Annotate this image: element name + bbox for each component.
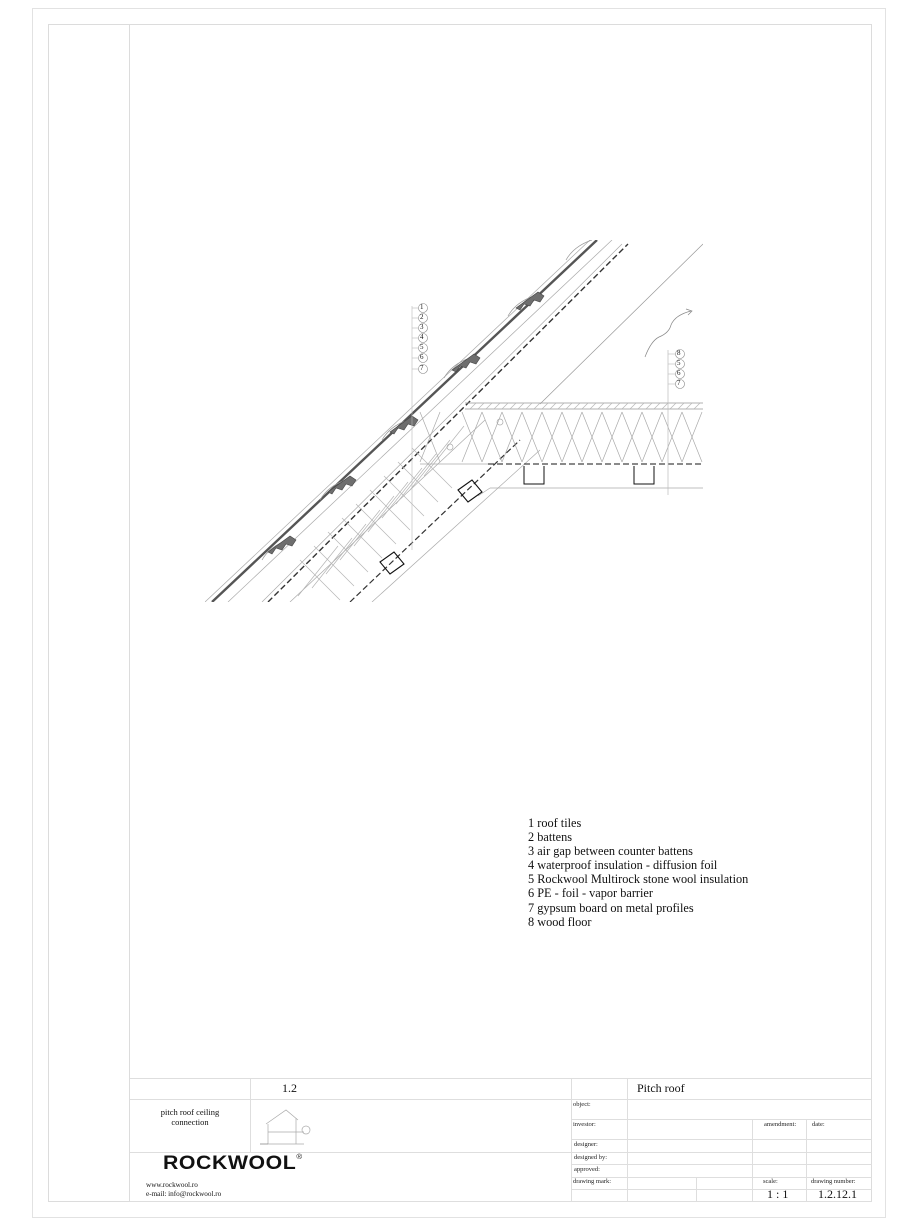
legend-item: 5 Rockwool Multirock stone wool insulati… xyxy=(528,872,749,887)
drawing-number-label: drawing number: xyxy=(811,1178,856,1185)
legend-item: 4 waterproof insulation - diffusion foil xyxy=(528,858,718,873)
approved-label: approved: xyxy=(574,1166,600,1173)
callout-5-right: 5 xyxy=(677,359,681,367)
title-block: 1.2 Pitch roof pitch roof ceiling connec… xyxy=(130,1078,872,1202)
company-contact: www.rockwool.ro e-mail: info@rockwool.ro xyxy=(146,1181,221,1198)
date-label: date: xyxy=(812,1121,825,1128)
legend-item: 7 gypsum board on metal profiles xyxy=(528,900,694,915)
amendment-label: amendment: xyxy=(764,1121,797,1128)
website-text: www.rockwool.ro xyxy=(146,1181,198,1189)
callout-6-right: 6 xyxy=(677,369,681,377)
scale-label: scale: xyxy=(763,1178,778,1185)
callout-2: 2 xyxy=(420,313,424,321)
object-label: object: xyxy=(573,1101,591,1108)
rockwool-logo: ROCKWOOL® xyxy=(163,1153,303,1174)
callout-7: 7 xyxy=(420,364,424,372)
designer-label: designer: xyxy=(574,1141,598,1148)
callout-6: 6 xyxy=(420,353,424,361)
callout-group-left xyxy=(418,303,428,374)
legend-item: 6 PE - foil - vapor barrier xyxy=(528,886,653,901)
legend-item: 1 roof tiles xyxy=(528,816,582,830)
drawing-mark-label: drawing mark: xyxy=(573,1178,612,1185)
callout-3: 3 xyxy=(420,323,424,331)
callout-5: 5 xyxy=(420,343,424,351)
email-text: e-mail: info@rockwool.ro xyxy=(146,1189,222,1198)
callout-8: 8 xyxy=(677,349,681,357)
callout-4: 4 xyxy=(420,333,424,341)
callout-group-right xyxy=(675,349,685,389)
legend-item: 2 battens xyxy=(528,830,573,845)
investor-label: investor: xyxy=(573,1121,596,1128)
section-number: 1.2 xyxy=(282,1081,297,1095)
sheet-outer-border xyxy=(32,8,886,1218)
scale-value: 1 : 1 xyxy=(767,1187,789,1201)
callout-1: 1 xyxy=(420,303,424,311)
drawing-number-value: 1.2.12.1 xyxy=(818,1187,857,1201)
legend-item: 3 air gap between counter battens xyxy=(528,844,693,859)
material-legend: 1 roof tiles 2 battens 3 air gap between… xyxy=(528,816,748,929)
house-section-thumbnail-icon xyxy=(260,1109,311,1145)
designed-by-label: designed by: xyxy=(574,1154,608,1161)
legend-item: 8 wood floor xyxy=(528,914,592,929)
detail-name: pitch roof ceiling connection xyxy=(160,1107,220,1127)
callout-7-right: 7 xyxy=(677,379,681,387)
drawing-title: Pitch roof xyxy=(637,1081,685,1095)
binding-margin-line xyxy=(129,24,130,1202)
